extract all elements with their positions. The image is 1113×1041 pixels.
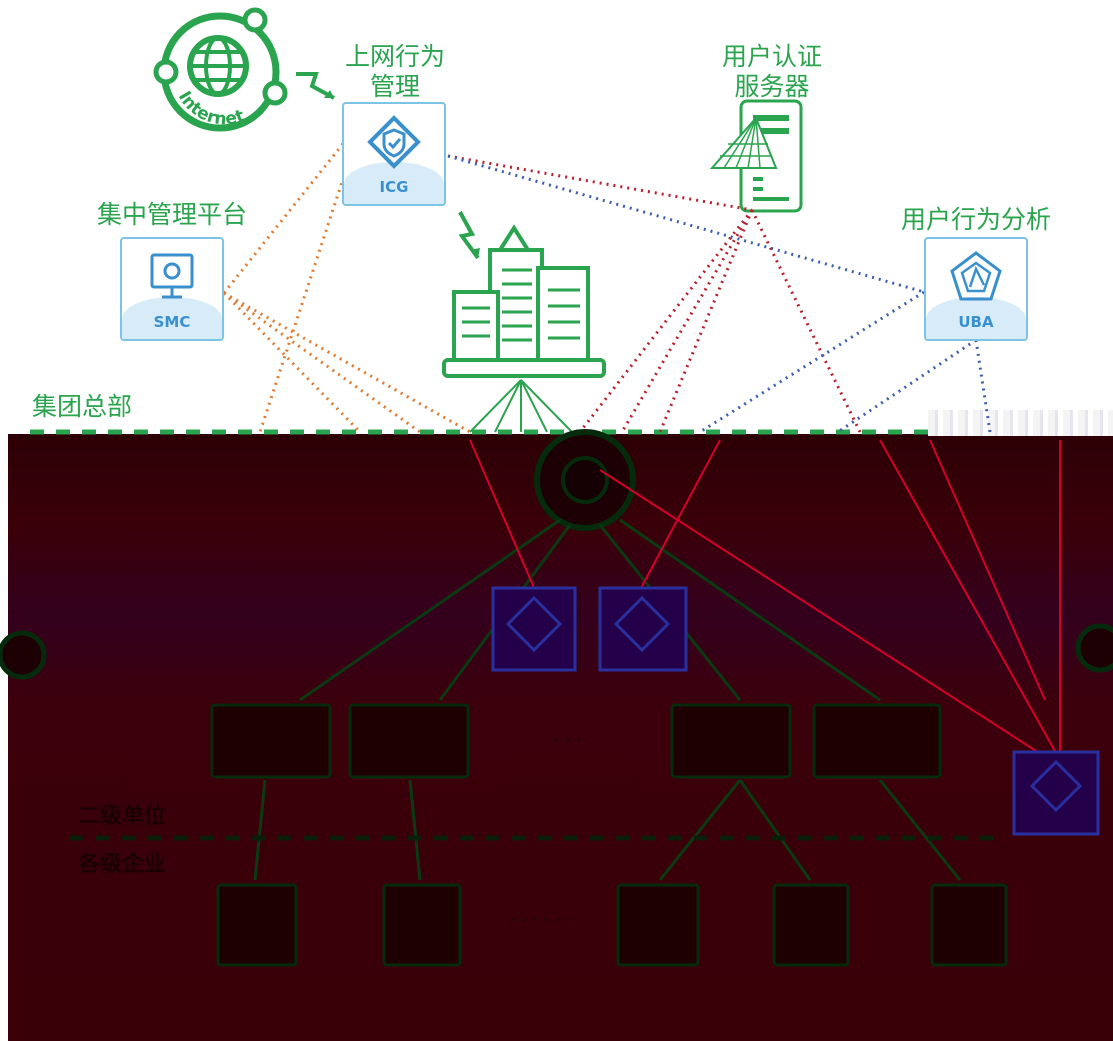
internet-globe-icon: Internet [153,7,288,132]
icg-code: ICG [379,178,409,196]
ellipsis-row1: ··· [552,726,587,754]
core-switch-icon [534,429,636,531]
monitor-icon [150,253,194,299]
auth-server-label-line2: 服务器 [734,72,810,101]
central-platform-label: 集中管理平台 [96,200,248,229]
connection-lines [222,139,992,434]
branch-firewall-icon [491,586,577,672]
corrupted-strip [928,410,1113,436]
enterprises-label: 各级企业 [78,852,167,877]
dark-region-graphics [0,429,1113,967]
auth-server-label-line1: 用户认证 [721,42,823,71]
shield-icon [367,115,421,169]
headquarters-label: 集团总部 [32,392,133,421]
auth-server-icon [709,99,803,213]
dark-red-lines [469,439,1061,761]
ellipsis-row2: ······ [508,906,578,934]
wireless-link-icon [458,211,480,260]
smc-device: SMC [120,237,224,341]
icg-device: ICG [342,102,446,206]
analysis-pentagon-icon [950,251,1002,301]
uba-device: UBA [924,237,1028,341]
remote-firewall-icon [1012,750,1100,836]
behavior-management-label-line2: 管理 [369,72,421,101]
second-level-label: 二级单位 [78,804,167,829]
user-behavior-analysis-label: 用户行为分析 [900,205,1052,234]
right-edge-device-icon [1075,623,1113,673]
hq-uplink-lines [469,379,573,433]
left-edge-device-icon [0,630,47,680]
dark-green-lines [253,518,962,881]
smc-code: SMC [153,313,191,331]
wireless-link-icon [296,72,335,100]
uba-code: UBA [958,313,994,331]
behavior-management-label-line1: 上网行为 [344,42,446,71]
enterprise-icons [216,883,1008,967]
second-level-unit-icons [210,703,942,779]
branch-firewall-icon [598,586,688,672]
headquarters-building-icon [442,224,606,378]
